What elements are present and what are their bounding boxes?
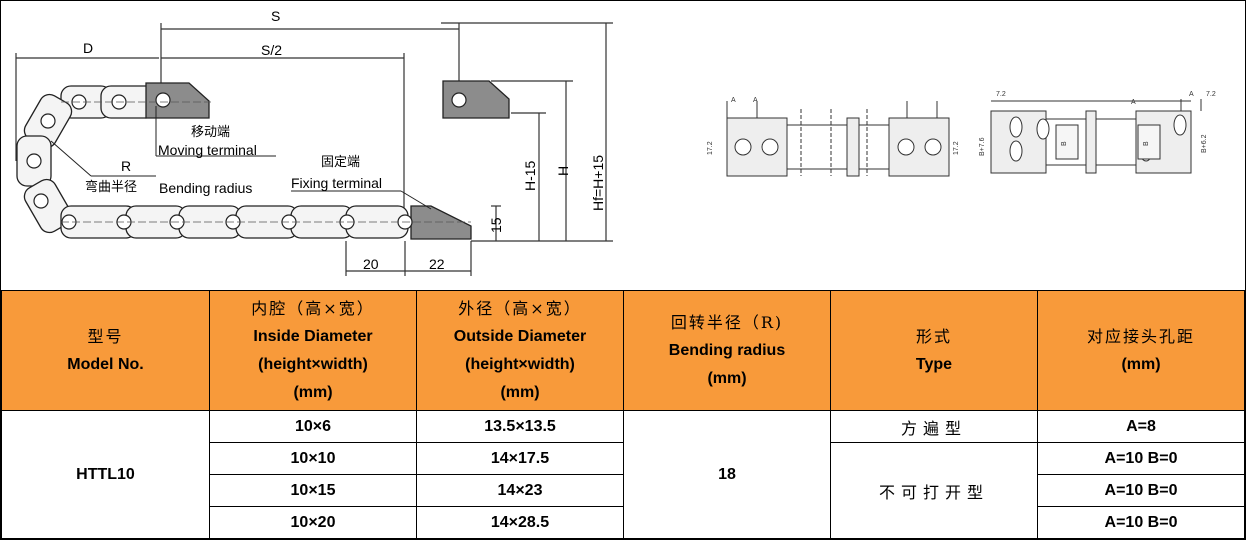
cell-inside: 10×6 [209, 410, 417, 443]
fixing-terminal-zh: 固定端 [321, 155, 361, 170]
header-zh: 型号 [87, 326, 124, 346]
header-en: Inside Diameter [253, 327, 373, 345]
dim-d-label: D [83, 40, 94, 56]
cell-inside: 10×20 [209, 506, 417, 539]
cell-model-no: HTTL10 [1, 410, 210, 539]
header-type: 形式 Type [830, 290, 1038, 411]
header-en: (height×width) [258, 355, 368, 373]
table-row: HTTL10 10×6 13.5×13.5 18 方遍型 A=8 [1, 410, 1245, 539]
dim-15-label: 15 [488, 217, 504, 233]
header-zh: 内腔（高×宽） [251, 298, 375, 318]
dim-s-label: S [271, 8, 281, 24]
header-en: (mm) [500, 383, 540, 401]
table-row: 10×20 14×28.5 A=10 B=0 [2, 506, 1245, 539]
dim-20-label: 20 [363, 256, 379, 272]
header-zh: 形式 [915, 326, 952, 346]
detail-dim-b-plus-7-6: B+7.6 [979, 137, 986, 157]
cable-chain-diagram [15, 22, 1202, 276]
bending-radius-en: Bending radius [159, 180, 253, 196]
spec-table: 型号 Model No. 内腔（高×宽） Inside Diameter (he… [1, 290, 1245, 539]
table-header-row: 型号 Model No. 内腔（高×宽） Inside Diameter (he… [1, 290, 1245, 411]
header-en: Type [915, 355, 953, 373]
detail-dim-17-2-b: 17.2 [953, 141, 960, 155]
bending-radius-zh: 弯曲半径 [85, 180, 138, 195]
cell-inside: 10×15 [209, 474, 417, 507]
header-en: Outside Diameter [453, 327, 587, 345]
dim-hf-label: Hf=H+15 [590, 154, 606, 211]
header-zh: 对应接头孔距 [1086, 326, 1195, 346]
detail-dim-a3: A [1189, 91, 1194, 98]
header-bending-radius: 回转半径（R) Bending radius (mm) [623, 290, 831, 411]
dim-h-label: H [555, 165, 571, 176]
moving-terminal-en: Moving terminal [158, 142, 257, 158]
detail-dim-7-2-b: 7.2 [1206, 91, 1216, 98]
cell-outside: 14×28.5 [416, 506, 624, 539]
detail-view-1 [726, 101, 950, 177]
cell-holes: A=10 B=0 [1037, 506, 1245, 539]
moving-terminal-zh: 移动端 [191, 125, 231, 140]
detail-dim-b-box-2: B [1143, 141, 1150, 146]
header-en: (height×width) [465, 355, 575, 373]
detail-dim-b-box: B [1061, 141, 1068, 146]
header-zh: 外径（高×宽） [458, 298, 582, 318]
detail-dim-a4: A [1131, 99, 1136, 106]
cell-outside: 14×23 [416, 474, 624, 507]
header-zh: 回转半径（R) [670, 312, 784, 332]
dim-h-minus-15-label: H-15 [522, 160, 538, 191]
header-outside-diameter: 外径（高×宽） Outside Diameter (height×width) … [416, 290, 624, 411]
header-model-no: 型号 Model No. [1, 290, 210, 411]
cell-holes: A=10 B=0 [1037, 442, 1245, 475]
header-en: Model No. [67, 355, 144, 373]
header-en: (mm) [707, 369, 747, 387]
detail-dim-17-2-a: 17.2 [707, 141, 714, 155]
cell-holes: A=10 B=0 [1037, 474, 1245, 507]
fixing-terminal-en: Fixing terminal [291, 175, 383, 191]
header-inside-diameter: 内腔（高×宽） Inside Diameter (height×width) (… [209, 290, 417, 411]
dim-22-label: 22 [429, 256, 445, 272]
detail-dim-a2: A [753, 97, 758, 104]
dim-s-half-label: S/2 [261, 42, 283, 58]
cell-inside: 10×10 [209, 442, 417, 475]
table-row: 10×15 14×23 A=10 B=0 [2, 474, 1245, 507]
cell-outside: 14×17.5 [416, 442, 624, 475]
detail-dim-b-plus-6-2: B+6.2 [1201, 134, 1208, 154]
header-hole-distance: 对应接头孔距 (mm) [1037, 290, 1245, 411]
detail-dim-7-2-a: 7.2 [996, 91, 1006, 98]
cell-holes: A=8 [1037, 410, 1245, 443]
cell-type: 方遍型 [830, 410, 1038, 443]
detail-dim-a1: A [731, 97, 736, 104]
technical-drawing: S S/2 D R 移动端 Moving terminal 固定端 Fixing… [1, 1, 1245, 290]
header-en: (mm) [1121, 355, 1161, 373]
cell-outside: 13.5×13.5 [416, 410, 624, 443]
cell-type: 不可打开型 [830, 442, 1038, 539]
cell-bending-radius: 18 [623, 410, 831, 539]
header-en: (mm) [293, 383, 333, 401]
detail-view-2 [990, 99, 1202, 174]
header-en: Bending radius [668, 341, 786, 359]
dim-r-label: R [121, 158, 132, 174]
table-row: 10×10 14×17.5 不可打开型 A=10 B=0 [2, 442, 1245, 539]
